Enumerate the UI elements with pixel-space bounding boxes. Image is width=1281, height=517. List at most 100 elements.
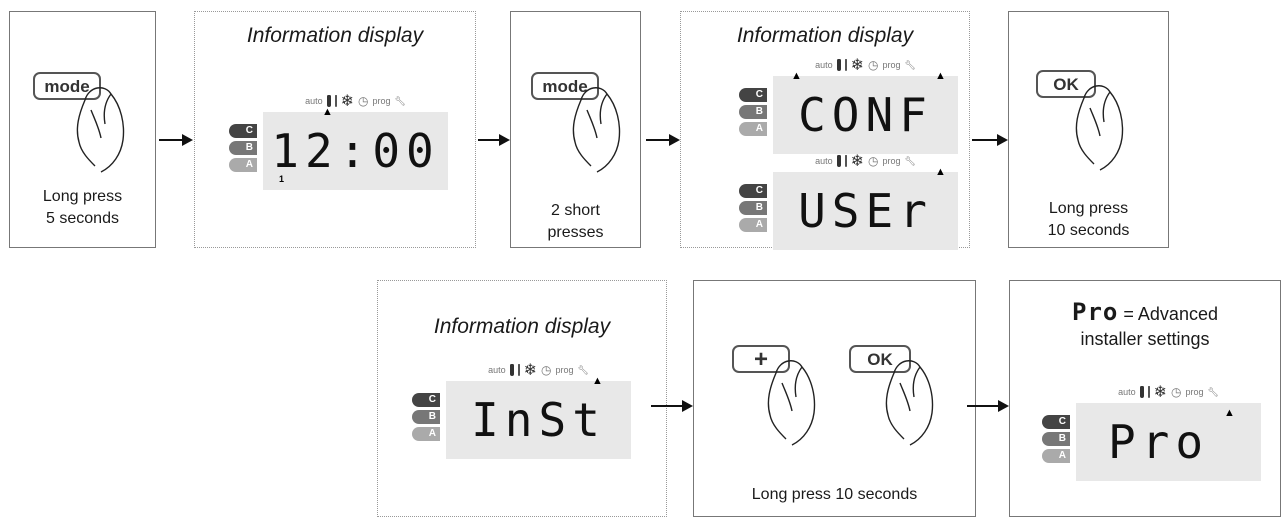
prog-label: prog: [882, 156, 901, 166]
clock-icon: ◷: [358, 94, 369, 108]
active-marker-icon: ▲: [791, 70, 802, 82]
lcd-text: InSt: [471, 393, 606, 447]
wrench-icon: 🔧︎: [577, 364, 589, 375]
level-c: C: [1042, 415, 1070, 429]
auto-label: auto: [305, 96, 323, 106]
hand-icon: [76, 87, 125, 173]
wrench-icon: 🔧︎: [1207, 386, 1219, 397]
step-5-panel: OK Long press 10 seconds: [1008, 11, 1169, 248]
level-b: B: [1042, 432, 1070, 446]
thermometer-icon: [326, 95, 331, 107]
lcd-display: auto ❄ ◷ prog 🔧︎ C B A ▲ Pro: [1036, 381, 1261, 481]
thermometer-icon: [844, 59, 847, 71]
mode-button[interactable]: mode: [33, 72, 101, 100]
pro-title-line2: installer settings: [1080, 329, 1210, 349]
arrow-right-icon: [972, 134, 1008, 146]
level-c: C: [229, 124, 257, 138]
display-icon-row: auto ❄ ◷ prog 🔧︎: [1076, 381, 1261, 403]
lcd-display: auto ❄ ◷ prog 🔧︎ C B A ▲ InSt: [406, 359, 631, 459]
info-display-title: Information display: [433, 315, 611, 338]
hand-icon: [1075, 85, 1124, 171]
auto-label: auto: [815, 156, 833, 166]
step-3-caption: 2 short presses: [547, 202, 604, 241]
level-b: B: [739, 105, 767, 119]
arrow-right-icon: [967, 400, 1009, 412]
level-a: A: [739, 122, 767, 136]
lcd-text: 12:00: [271, 124, 440, 178]
level-a: A: [739, 218, 767, 232]
arrow-right-icon: [646, 134, 680, 146]
prog-label: prog: [1185, 387, 1204, 397]
arrow-right-icon: [478, 134, 510, 146]
thermometer-icon: [334, 95, 337, 107]
display-icon-row: auto ❄ ◷ prog 🔧︎: [446, 359, 631, 381]
mode-button[interactable]: mode: [531, 72, 599, 100]
wrench-icon: 🔧︎: [904, 155, 916, 166]
clock-icon: ◷: [541, 363, 552, 377]
lcd-screen: ▲ USEr: [773, 166, 958, 250]
active-marker-icon: ▲: [592, 375, 603, 387]
step-1-caption: Long press 5 seconds: [42, 188, 123, 227]
active-marker-icon: ▲: [322, 106, 333, 118]
level-b: B: [739, 201, 767, 215]
prog-label: prog: [555, 365, 574, 375]
auto-label: auto: [488, 365, 506, 375]
active-marker-icon: ▲: [935, 166, 946, 178]
snowflake-icon: ❄: [340, 93, 354, 110]
clock-icon: ◷: [868, 154, 879, 168]
display-icon-row: auto ❄ ◷ prog 🔧︎: [773, 54, 958, 76]
thermometer-icon: [1147, 386, 1150, 398]
lcd-text: Pro: [1107, 415, 1210, 469]
plus-button[interactable]: +: [732, 345, 790, 373]
thermometer-icon: [509, 364, 514, 376]
wrench-icon: 🔧︎: [904, 59, 916, 70]
arrow-right-icon: [159, 134, 193, 146]
level-b: B: [229, 141, 257, 155]
step-4-panel: Information display auto ❄ ◷ prog 🔧︎ C B…: [680, 11, 970, 250]
lcd-display-conf: auto ❄ ◷ prog 🔧︎ C B A ▲ ▲ CONF: [733, 54, 958, 154]
active-marker-icon: ▲: [1224, 407, 1235, 419]
pro-title: Pro = Advanced: [1010, 300, 1280, 326]
hand-icon: [767, 360, 816, 446]
level-c: C: [739, 88, 767, 102]
lcd-text: CONF: [798, 88, 933, 142]
lcd-screen: ▲ Pro: [1076, 403, 1261, 481]
prog-label: prog: [882, 60, 901, 70]
active-marker-icon: ▲: [935, 70, 946, 82]
thermometer-icon: [836, 59, 841, 71]
ok-button[interactable]: OK: [849, 345, 911, 373]
step-1-panel: mode Long press 5 seconds: [9, 11, 156, 248]
info-display-title: Information display: [736, 24, 914, 47]
lcd-display: auto ❄ ◷ prog 🔧︎ C B A ▲ 12:00 1: [223, 90, 448, 190]
thermometer-icon: [836, 155, 841, 167]
step-6-panel: Information display auto ❄ ◷ prog 🔧︎ C B…: [377, 280, 667, 517]
snowflake-icon: ❄: [1153, 384, 1167, 401]
step-2-panel: Information display auto ❄ ◷ prog 🔧︎ C B…: [194, 11, 476, 248]
lcd-screen: ▲ 12:00 1: [263, 106, 448, 190]
thermometer-icon: [1139, 386, 1144, 398]
hand-icon: [572, 87, 621, 173]
level-a: A: [412, 427, 440, 441]
thermometer-icon: [844, 155, 847, 167]
level-a: A: [229, 158, 257, 172]
display-icon-row: auto ❄ ◷ prog 🔧︎: [263, 90, 448, 112]
lcd-display-user: auto ❄ ◷ prog 🔧︎ C B A ▲ USEr: [733, 150, 958, 250]
step-7-caption: Long press 10 seconds: [751, 486, 918, 503]
arrow-right-icon: [651, 400, 693, 412]
step-5-caption: Long press 10 seconds: [1047, 200, 1130, 239]
clock-icon: ◷: [1171, 385, 1182, 399]
level-c: C: [739, 184, 767, 198]
snowflake-icon: ❄: [523, 362, 537, 379]
hand-icon: [885, 360, 934, 446]
auto-label: auto: [815, 60, 833, 70]
pro-title-line1: = Advanced: [1123, 304, 1218, 324]
step-7-panel: + OK Long press 10 seconds: [693, 280, 976, 517]
lcd-screen: ▲ ▲ CONF: [773, 70, 958, 154]
lcd-small-digit: 1: [279, 174, 285, 184]
lcd-text: USEr: [798, 184, 933, 238]
prog-label: prog: [372, 96, 391, 106]
snowflake-icon: ❄: [850, 57, 864, 74]
step-8-panel: Pro = Advanced installer settings auto ❄…: [1009, 280, 1281, 517]
step-3-panel: mode 2 short presses: [510, 11, 641, 248]
wrench-icon: 🔧︎: [394, 95, 406, 106]
